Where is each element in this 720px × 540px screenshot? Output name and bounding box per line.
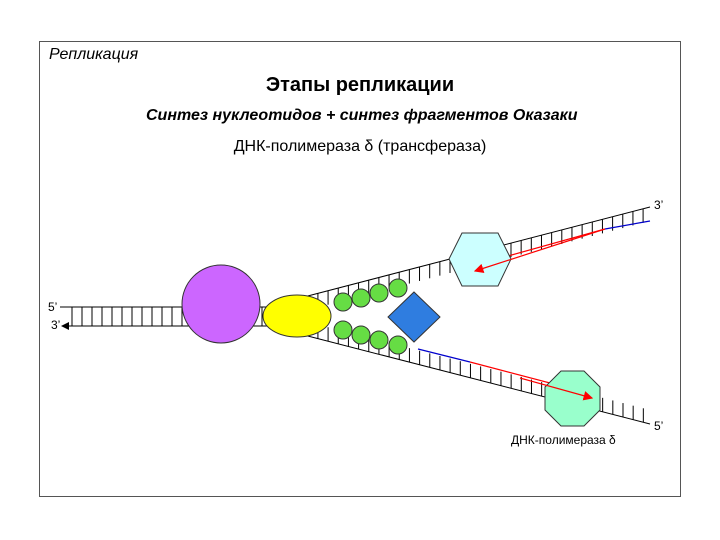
ssb-protein (369, 283, 389, 303)
primase-diamond (387, 291, 441, 343)
lower-5prime-label: 5’ (654, 419, 663, 433)
new-strand-segment (469, 361, 551, 384)
helicase-circle (181, 264, 261, 344)
slide-frame (39, 41, 681, 497)
page-title: Этапы репликации (265, 74, 455, 96)
left-5prime-label: 5’ (48, 300, 57, 314)
new-strand-segment (507, 228, 606, 257)
new-strand-segment (417, 348, 471, 363)
clamp-ellipse (262, 294, 332, 338)
left-3prime-label: 3’ (51, 318, 60, 332)
enzyme-caption: ДНК-полимераза δ (трансфераза) (233, 138, 487, 155)
ssb-protein (333, 292, 353, 312)
ssb-protein (351, 288, 371, 308)
upper-synthesis-arrow (473, 228, 606, 273)
upper-polymerase-hexagon (448, 232, 512, 287)
new-strand-segment (604, 220, 651, 230)
ssb-protein (351, 325, 371, 345)
lower-new-strand (417, 348, 551, 384)
corner-title: Репликация (49, 46, 139, 63)
ssb-protein (388, 278, 408, 298)
lower-polymerase-octagon (544, 370, 601, 427)
upper-new-strand (507, 220, 651, 257)
lower-polymerase-label: ДНК-полимераза δ (511, 433, 616, 447)
ssb-protein (388, 335, 408, 355)
lower-synthesis-arrow (519, 377, 594, 401)
upper-3prime-label: 3’ (654, 198, 663, 212)
ssb-proteins (333, 278, 408, 355)
ssb-protein (369, 330, 389, 350)
ssb-protein (333, 320, 353, 340)
subtitle: Синтез нуклеотидов + синтез фрагментов О… (146, 107, 578, 124)
